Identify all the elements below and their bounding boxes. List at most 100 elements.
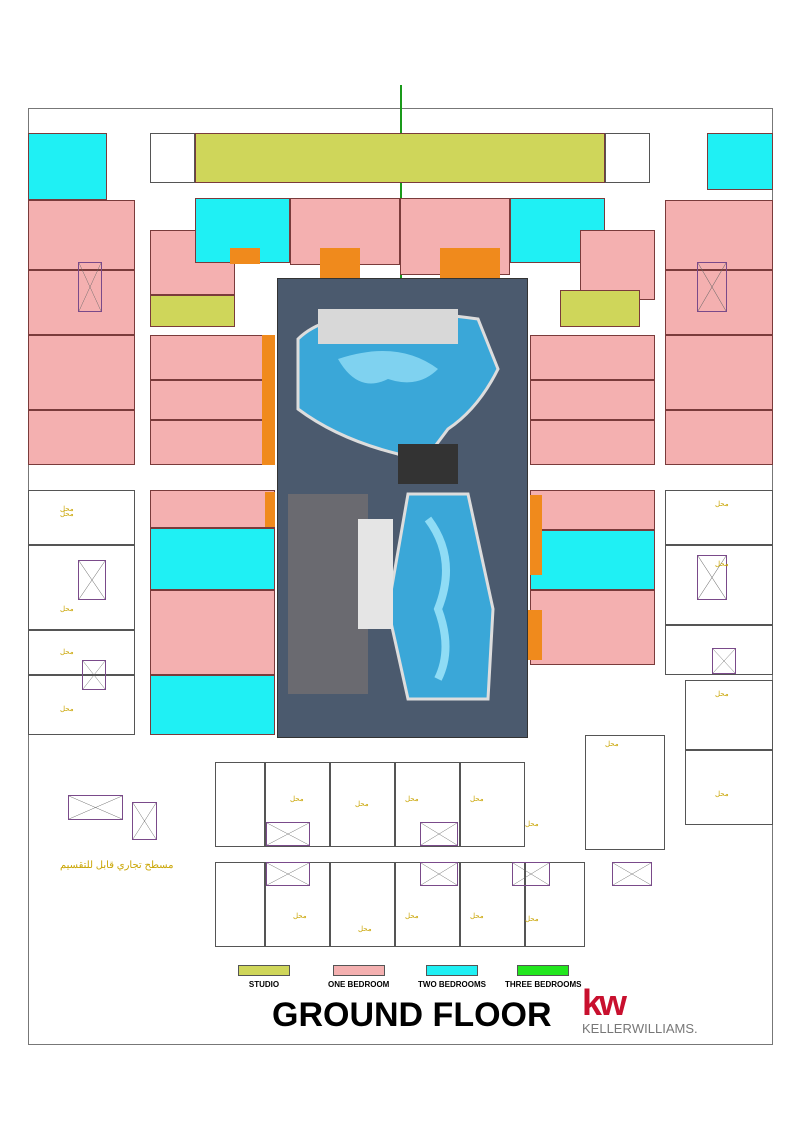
shop-label: محل [715, 501, 729, 508]
shaft-void [697, 555, 727, 600]
kw-name-bold: KELLER [582, 1021, 632, 1036]
studio-unit [195, 133, 605, 183]
shaft-void [697, 262, 727, 312]
shop-label: محل [355, 801, 369, 808]
shaft-void [78, 262, 102, 312]
shop-label: محل [60, 506, 74, 513]
one-bedroom-unit [665, 335, 773, 410]
shop-unit [215, 862, 265, 947]
one-bedroom-unit [150, 490, 275, 528]
legend-swatch [238, 965, 290, 976]
pool-illustration [288, 309, 500, 701]
legend-studio: STUDIO [238, 965, 290, 989]
shop-unit [215, 762, 265, 847]
one-bedroom-unit [150, 335, 275, 380]
shop-label: محل [60, 706, 74, 713]
one-bedroom-unit [665, 200, 773, 270]
shop-unit [665, 490, 773, 545]
legend-label: THREE BEDROOMS [505, 980, 582, 989]
shop-label: محل [470, 913, 484, 920]
shaft-void [266, 822, 310, 846]
shop-unit [605, 133, 650, 183]
commercial-area-label: مسطح تجاري قابل للتقسيم [60, 860, 174, 871]
shaft-void [78, 560, 106, 600]
two-bedroom-unit [28, 133, 107, 200]
shop-unit [685, 750, 773, 825]
shop-unit [330, 862, 395, 947]
kw-wordmark: KELLERWILLIAMS. [582, 1021, 698, 1036]
one-bedroom-unit [150, 380, 275, 420]
shaft-void [420, 862, 458, 886]
balcony [230, 248, 260, 264]
shop-unit [525, 862, 585, 947]
shop-label: محل [715, 561, 729, 568]
legend-two-bedrooms: TWO BEDROOMS [418, 965, 486, 989]
legend-label: STUDIO [248, 980, 280, 989]
shaft-void [68, 795, 123, 820]
legend-label: TWO BEDROOMS [418, 980, 486, 989]
shop-label: محل [525, 821, 539, 828]
shop-label: محل [405, 913, 419, 920]
shop-label: محل [605, 741, 619, 748]
shop-unit [28, 675, 135, 735]
legend-label: ONE BEDROOM [328, 980, 390, 989]
shop-unit [150, 133, 195, 183]
shop-label: محل [405, 796, 419, 803]
one-bedroom-unit [28, 335, 135, 410]
one-bedroom-unit [150, 420, 275, 465]
shop-label: محل [715, 791, 729, 798]
studio-unit [560, 290, 640, 327]
balcony [528, 610, 542, 660]
shop-label: محل [470, 796, 484, 803]
shaft-void [712, 648, 736, 674]
legend-swatch [332, 965, 385, 976]
shaft-void [266, 862, 310, 886]
shop-unit [28, 630, 135, 675]
shop-label: محل [290, 796, 304, 803]
kw-name-light: WILLIAMS. [631, 1021, 698, 1036]
shaft-void [82, 660, 106, 690]
shop-label: محل [60, 606, 74, 613]
shaft-void [512, 862, 550, 886]
kw-mark: kw [582, 982, 627, 1023]
shop-unit [685, 680, 773, 750]
shop-unit [330, 762, 395, 847]
balcony [262, 335, 275, 465]
one-bedroom-unit [150, 590, 275, 675]
shop-label: محل [358, 926, 372, 933]
shop-label: محل [715, 691, 729, 698]
shaft-void [132, 802, 157, 840]
studio-unit [150, 295, 235, 327]
floor-title: GROUND FLOOR [272, 996, 552, 1034]
shop-unit [460, 762, 525, 847]
shop-unit [585, 735, 665, 850]
one-bedroom-unit [28, 410, 135, 465]
keller-williams-logo: kw KELLERWILLIAMS. [582, 982, 698, 1037]
shop-label: محل [525, 916, 539, 923]
shop-label: محل [293, 913, 307, 920]
one-bedroom-unit [530, 335, 655, 380]
shop-label: محل [60, 649, 74, 656]
one-bedroom-unit [530, 490, 655, 530]
balcony [440, 248, 500, 278]
one-bedroom-unit [28, 200, 135, 270]
legend-three-bedrooms: THREE BEDROOMS [505, 965, 581, 989]
legend-one-bedroom: ONE BEDROOM [328, 965, 389, 989]
shaft-void [612, 862, 652, 886]
one-bedroom-unit [530, 380, 655, 420]
legend-swatch [517, 965, 570, 976]
shaft-void [420, 822, 458, 846]
two-bedroom-unit [530, 530, 655, 590]
two-bedroom-unit [707, 133, 773, 190]
balcony [530, 495, 542, 575]
two-bedroom-unit [150, 675, 275, 735]
shop-unit [28, 490, 135, 545]
legend-swatch [426, 965, 478, 976]
balcony [265, 492, 275, 527]
pool-courtyard [277, 278, 528, 738]
two-bedroom-unit [150, 528, 275, 590]
balcony [320, 248, 360, 278]
shop-label: محل [60, 511, 74, 518]
one-bedroom-unit [530, 420, 655, 465]
